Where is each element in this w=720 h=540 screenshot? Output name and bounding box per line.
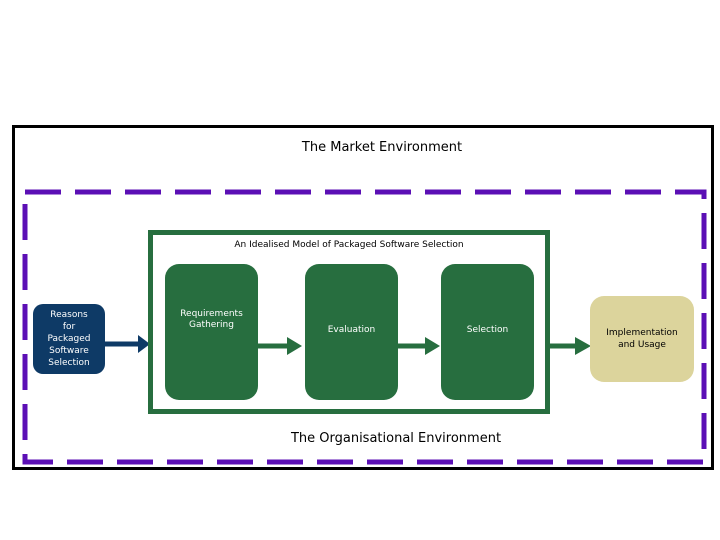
- node-selection: Selection: [441, 264, 534, 400]
- arrow-evaluation-to-selection: [398, 337, 440, 355]
- arrow-requirements-to-evaluation: [258, 337, 302, 355]
- node-evaluation-label: Evaluation: [327, 324, 376, 335]
- arrow-reasons-to-requirements: [105, 335, 150, 353]
- market-environment-boundary: [12, 125, 714, 470]
- node-evaluation: Evaluation: [305, 264, 398, 400]
- organisational-environment-label: The Organisational Environment: [290, 431, 502, 446]
- node-implementation-and-usage: Implementation and Usage: [590, 296, 694, 382]
- node-requirements-gathering: Requirements Gathering: [165, 264, 258, 400]
- node-selection-label: Selection: [466, 324, 509, 335]
- organisational-dashed-border: [22, 189, 707, 465]
- node-requirements-gathering-label: Requirements Gathering: [180, 309, 243, 330]
- arrow-selection-to-implementation: [548, 337, 591, 355]
- market-environment-label: The Market Environment: [301, 140, 463, 155]
- idealised-model-container: [148, 230, 550, 414]
- node-reasons-for-selection: Reasons for Packaged Software Selection: [33, 304, 105, 374]
- idealised-model-title: An Idealised Model of Packaged Software …: [234, 240, 464, 250]
